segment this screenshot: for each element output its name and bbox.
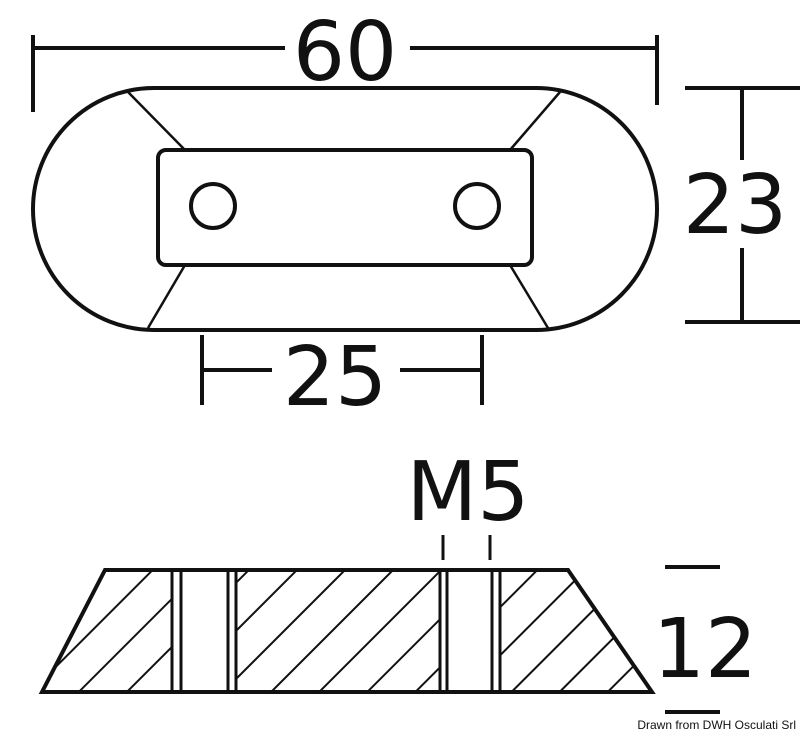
dimension-23: 23 [683, 86, 800, 324]
dimension-height-label: 12 [653, 602, 757, 697]
dimension-length-label: 60 [293, 5, 397, 100]
mounting-plate [156, 148, 534, 267]
mounting-hole-left [189, 182, 237, 230]
credit-text: Drawn from DWH Osculati Srl [637, 718, 796, 732]
dimension-width-label: 23 [683, 158, 787, 253]
bore-left [172, 570, 236, 692]
dimension-m5: M5 [407, 445, 530, 560]
dimension-12: 12 [653, 565, 757, 714]
dimension-60: 60 [31, 5, 659, 112]
mounting-hole-right [453, 182, 501, 230]
anode-outline [31, 86, 659, 332]
bore-right [440, 570, 500, 692]
bevel-lines [127, 91, 561, 329]
dimension-hole-spacing-label: 25 [283, 330, 387, 425]
dimension-25: 25 [200, 330, 484, 425]
top-view [31, 86, 659, 332]
side-view-section [38, 568, 656, 694]
thread-label: M5 [407, 445, 530, 540]
